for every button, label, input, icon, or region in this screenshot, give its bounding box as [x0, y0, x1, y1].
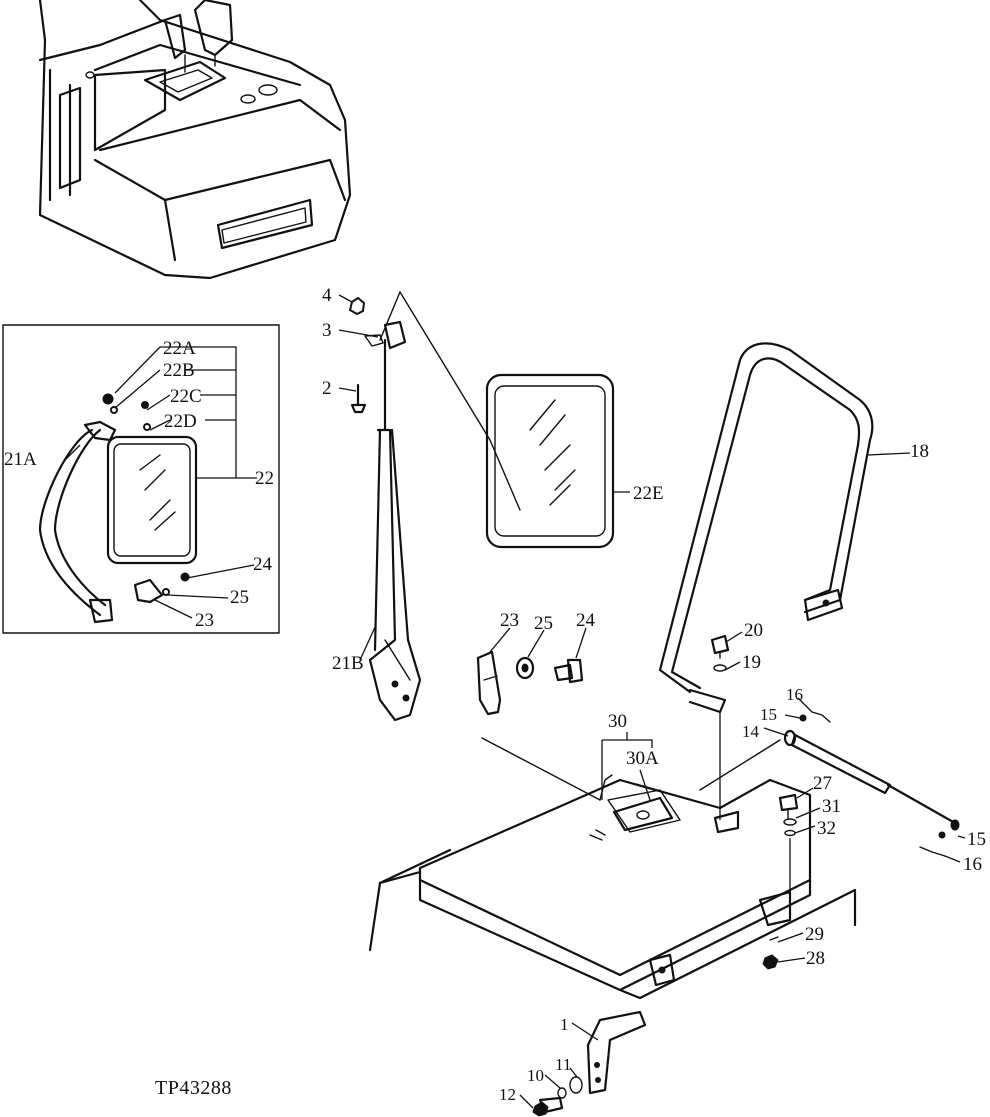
label-29: 29	[805, 924, 824, 945]
label-21b: 21B	[332, 653, 364, 674]
label-30: 30	[608, 711, 627, 732]
label-31: 31	[822, 796, 841, 817]
label-22b: 22B	[163, 360, 195, 381]
bracket-1-hardware	[519, 1010, 647, 1117]
label-2: 2	[322, 378, 332, 399]
figure-id: TP43288	[155, 1077, 232, 1099]
label-3: 3	[322, 320, 332, 341]
label-30a: 30A	[626, 748, 659, 769]
label-28: 28	[806, 948, 825, 969]
door-panel-assembly	[368, 732, 857, 1000]
label-32: 32	[817, 818, 836, 839]
label-15-upper: 15	[760, 705, 777, 724]
label-24: 24	[576, 610, 596, 631]
label-22c: 22C	[170, 386, 202, 407]
mirror-22e	[485, 373, 630, 549]
label-22d: 22D	[164, 411, 197, 432]
label-20: 20	[744, 620, 763, 641]
label-12: 12	[499, 1085, 516, 1104]
mirror-assembly-inset	[2, 324, 280, 634]
bolt-20-washer-19	[710, 631, 743, 820]
label-27: 27	[813, 773, 832, 794]
label-4: 4	[322, 285, 332, 306]
label-24-inset: 24	[253, 554, 273, 575]
label-21a: 21A	[4, 449, 37, 470]
cab-overview-illustration	[38, 0, 352, 280]
label-11: 11	[555, 1055, 571, 1074]
label-16-upper: 16	[786, 685, 803, 704]
label-14: 14	[742, 722, 760, 741]
label-22a: 22A	[163, 338, 196, 359]
callout-labels: 4 3 2 21B 22A 22B 22C 22D 22 21A 24 25 2…	[4, 285, 986, 1104]
label-25: 25	[534, 613, 553, 634]
label-19: 19	[742, 652, 761, 673]
hinge-hardware	[762, 787, 821, 970]
label-23: 23	[500, 610, 519, 631]
label-15-lower: 15	[967, 829, 986, 850]
label-22e: 22E	[633, 483, 664, 504]
label-1: 1	[560, 1015, 569, 1034]
label-23-inset: 23	[195, 610, 214, 631]
mirror-arm-21b	[338, 291, 491, 722]
gas-spring-14	[763, 697, 966, 863]
label-22: 22	[255, 468, 274, 489]
label-18: 18	[910, 441, 929, 462]
label-16-lower: 16	[963, 854, 982, 875]
label-10: 10	[527, 1066, 544, 1085]
grab-rail-18	[658, 342, 911, 714]
label-25-inset: 25	[230, 587, 249, 608]
bracket-23-hardware	[476, 627, 587, 716]
